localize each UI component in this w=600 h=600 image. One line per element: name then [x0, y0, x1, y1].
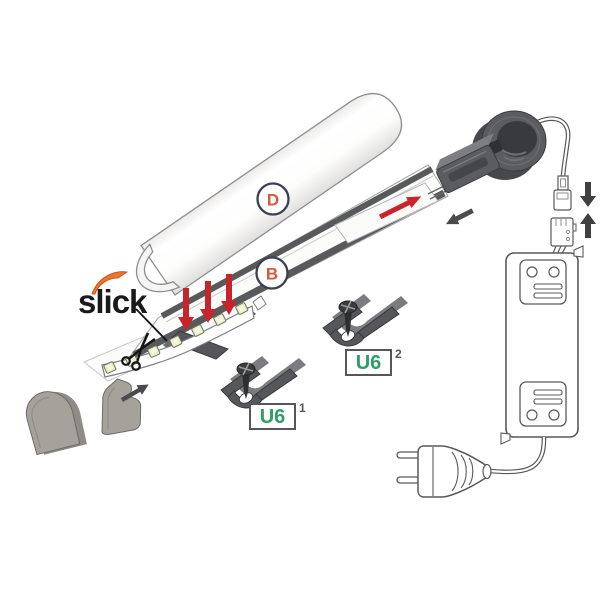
brand-pointer-line — [135, 308, 168, 342]
clip1-label: U6 — [260, 406, 286, 428]
driver-mount-tab-bottom — [500, 432, 511, 445]
plug-connector-male — [553, 175, 572, 211]
led-driver — [500, 245, 584, 445]
euro-plug — [396, 445, 492, 498]
mounting-clip-1 — [220, 355, 307, 409]
press-down-arrows — [178, 274, 237, 331]
brand-swoosh-icon — [91, 271, 129, 295]
brand-logo-text: slick — [78, 283, 148, 320]
clip1-label-badge: U6 1 — [249, 401, 306, 430]
cover-label: D — [267, 191, 279, 210]
endcap-push-arrow — [120, 384, 149, 402]
endcap-full — [25, 391, 87, 456]
profile-label-badge: B — [255, 256, 289, 290]
mains-cable — [489, 436, 547, 475]
connect-arrow-down — [580, 182, 596, 207]
cable-grommet — [435, 133, 500, 193]
clip2-label: U6 — [356, 352, 382, 374]
mounting-clip-2 — [322, 293, 409, 347]
clip2-index: 2 — [395, 347, 402, 361]
scissors-icon — [121, 332, 156, 371]
driver-mount-tab-top — [573, 245, 584, 258]
cover-open-end — [136, 243, 181, 293]
endcap-holed — [101, 378, 142, 435]
slide-endcap-arrow — [445, 208, 474, 225]
clip1-index: 1 — [299, 401, 306, 415]
output-cable — [522, 116, 571, 177]
brand-logo: slick — [78, 271, 168, 342]
insert-strip-arrow — [378, 196, 422, 220]
press-down-arrow-3 — [221, 274, 237, 315]
connect-arrow-up — [580, 213, 596, 238]
profile-label: B — [266, 265, 278, 284]
press-down-arrow-2 — [200, 281, 216, 323]
strip-cut-end — [252, 295, 267, 311]
connect-plug-arrows — [580, 182, 596, 238]
clip2-label-badge: U6 2 — [345, 347, 402, 376]
cover-label-badge: D — [256, 182, 290, 216]
press-down-arrow-1 — [178, 288, 194, 331]
